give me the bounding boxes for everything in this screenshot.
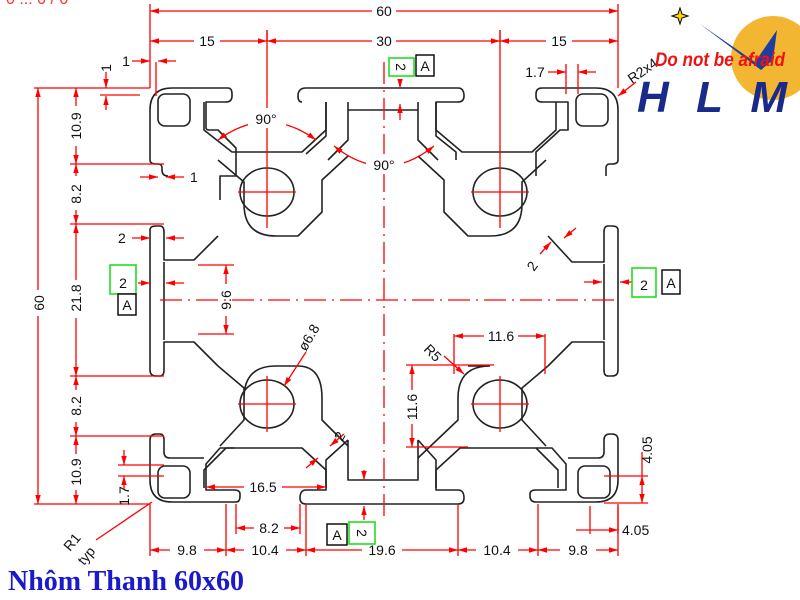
corner-top-left <box>149 87 237 200</box>
dim-left-segment-3: 21.8 <box>68 284 84 311</box>
dim-radius-r5: R5 <box>421 341 445 365</box>
inner-annotations: 90° 90° ø6.8 2 2 11.6 11.6 R5 <box>206 78 636 536</box>
corner-bottom-left <box>149 433 241 503</box>
center-lines <box>160 30 620 520</box>
datum-tag-top: 2 A <box>388 54 435 77</box>
page-title: Nhôm Thanh 60x60 <box>8 566 245 597</box>
cavity-top-right <box>435 102 557 153</box>
dim-left-segment-5: 10.9 <box>68 458 84 485</box>
boss-upper-right <box>417 155 547 237</box>
dim-top-segment-2: 30 <box>376 33 392 49</box>
dim-slot-width: 9.6 <box>218 290 234 310</box>
corner-hole-bottom-left <box>157 465 191 499</box>
dim-bottom-segment-4: 10.4 <box>483 542 510 558</box>
dim-bottom-segment-5: 9.8 <box>568 542 588 558</box>
datum-tag-bottom-value-box <box>348 521 376 545</box>
dim-top-segment-3: 15 <box>551 33 567 49</box>
dim-left-segment-2: 8.2 <box>68 184 84 204</box>
logo-slogan: Do not be afraid <box>655 50 785 71</box>
datum-tag-right-value-box <box>631 267 657 298</box>
datum-tag-right-ref: A <box>666 275 676 291</box>
dim-bottom-segment-1: 9.8 <box>177 542 197 558</box>
boss-upper-left <box>217 155 349 237</box>
datum-tag-bottom: A 2 <box>326 521 376 546</box>
cavity-bottom-left <box>203 447 327 488</box>
datum-tag-bottom-ref-box <box>326 523 348 546</box>
dim-left-segment-4: 8.2 <box>68 396 84 416</box>
dim-slot-opening: 8.2 <box>259 520 279 536</box>
dim-slot-lip-upper: 2 <box>118 230 126 246</box>
left-dimensions: 60 10.9 8.2 21.8 8.2 10.9 1 2 <box>31 87 234 568</box>
datum-tag-right: 2 A <box>631 267 681 298</box>
boss-lower-left <box>217 365 349 447</box>
dim-overall-height: 60 <box>31 295 47 311</box>
dim-right-4-05-lower: 4.05 <box>622 522 649 538</box>
dim-boss-width: 11.6 <box>488 328 514 344</box>
corner-bottom-right <box>529 433 619 503</box>
datum-tag-top-ref-box <box>415 54 435 77</box>
dim-right-4-05-upper: 4.05 <box>639 436 655 463</box>
corner-hole-top-right <box>575 93 609 127</box>
right-slot <box>547 225 619 377</box>
datum-tag-left: 2 A <box>109 264 137 316</box>
datum-tag-right-value: 2 <box>640 277 648 293</box>
logo-brand: HLM <box>637 73 788 122</box>
datum-tag-left-ref: A <box>122 297 132 313</box>
dim-bottom-segment-3: 19.6 <box>368 542 395 558</box>
dim-web-thickness-right: 2 <box>523 258 541 274</box>
dim-bottom-segment-2: 10.4 <box>251 542 278 558</box>
dim-hole-diameter: ø6.8 <box>295 321 323 353</box>
corner-top-right <box>535 87 619 176</box>
hlm-logo: Do not be afraid HLM <box>637 6 800 122</box>
star-icon <box>670 6 690 26</box>
dim-left-segment-1: 10.9 <box>68 112 84 139</box>
dim-corner-hole-1-7: 1.7 <box>116 486 132 506</box>
dim-angle-center: 90° <box>373 157 394 173</box>
corner-hole-top-left <box>157 93 191 127</box>
dim-angle-left: 90° <box>255 111 276 127</box>
datum-tag-top-value: 2 <box>393 63 409 71</box>
top-slot <box>297 87 465 161</box>
bottom-slot <box>299 439 465 505</box>
dim-cavity-width: 16.5 <box>249 479 276 495</box>
datum-tag-top-ref: A <box>420 58 430 74</box>
cavity-bottom-right <box>435 447 559 488</box>
corner-hole-bottom-right <box>577 465 611 499</box>
dim-top-right-1-7: 1.7 <box>525 64 545 80</box>
datum-tag-bottom-ref: A <box>332 527 342 543</box>
bird-icon <box>700 24 777 70</box>
dim-top-left-1-h: 1 <box>122 53 130 69</box>
datum-tag-top-value-box <box>388 57 415 77</box>
dim-top-segment-1: 15 <box>199 33 215 49</box>
clipped-top-text: 0 ... 0 / 0 <box>6 0 68 8</box>
boss-lower-right <box>417 365 549 459</box>
datum-tag-bottom-value: 2 <box>354 529 370 537</box>
left-slot <box>149 225 219 377</box>
dim-overall-width: 60 <box>376 3 392 19</box>
datum-tag-right-ref-box <box>661 269 681 295</box>
dim-left-1: 1 <box>190 169 198 185</box>
datum-tag-left-ref-box <box>117 293 137 316</box>
datum-tag-left-value: 2 <box>119 275 127 291</box>
dim-top-left-1-v: 1 <box>98 64 114 72</box>
bottom-dimensions: 9.8 10.4 19.6 10.4 9.8 4.05 4.05 <box>149 436 655 558</box>
dim-boss-height: 11.6 <box>404 394 420 420</box>
